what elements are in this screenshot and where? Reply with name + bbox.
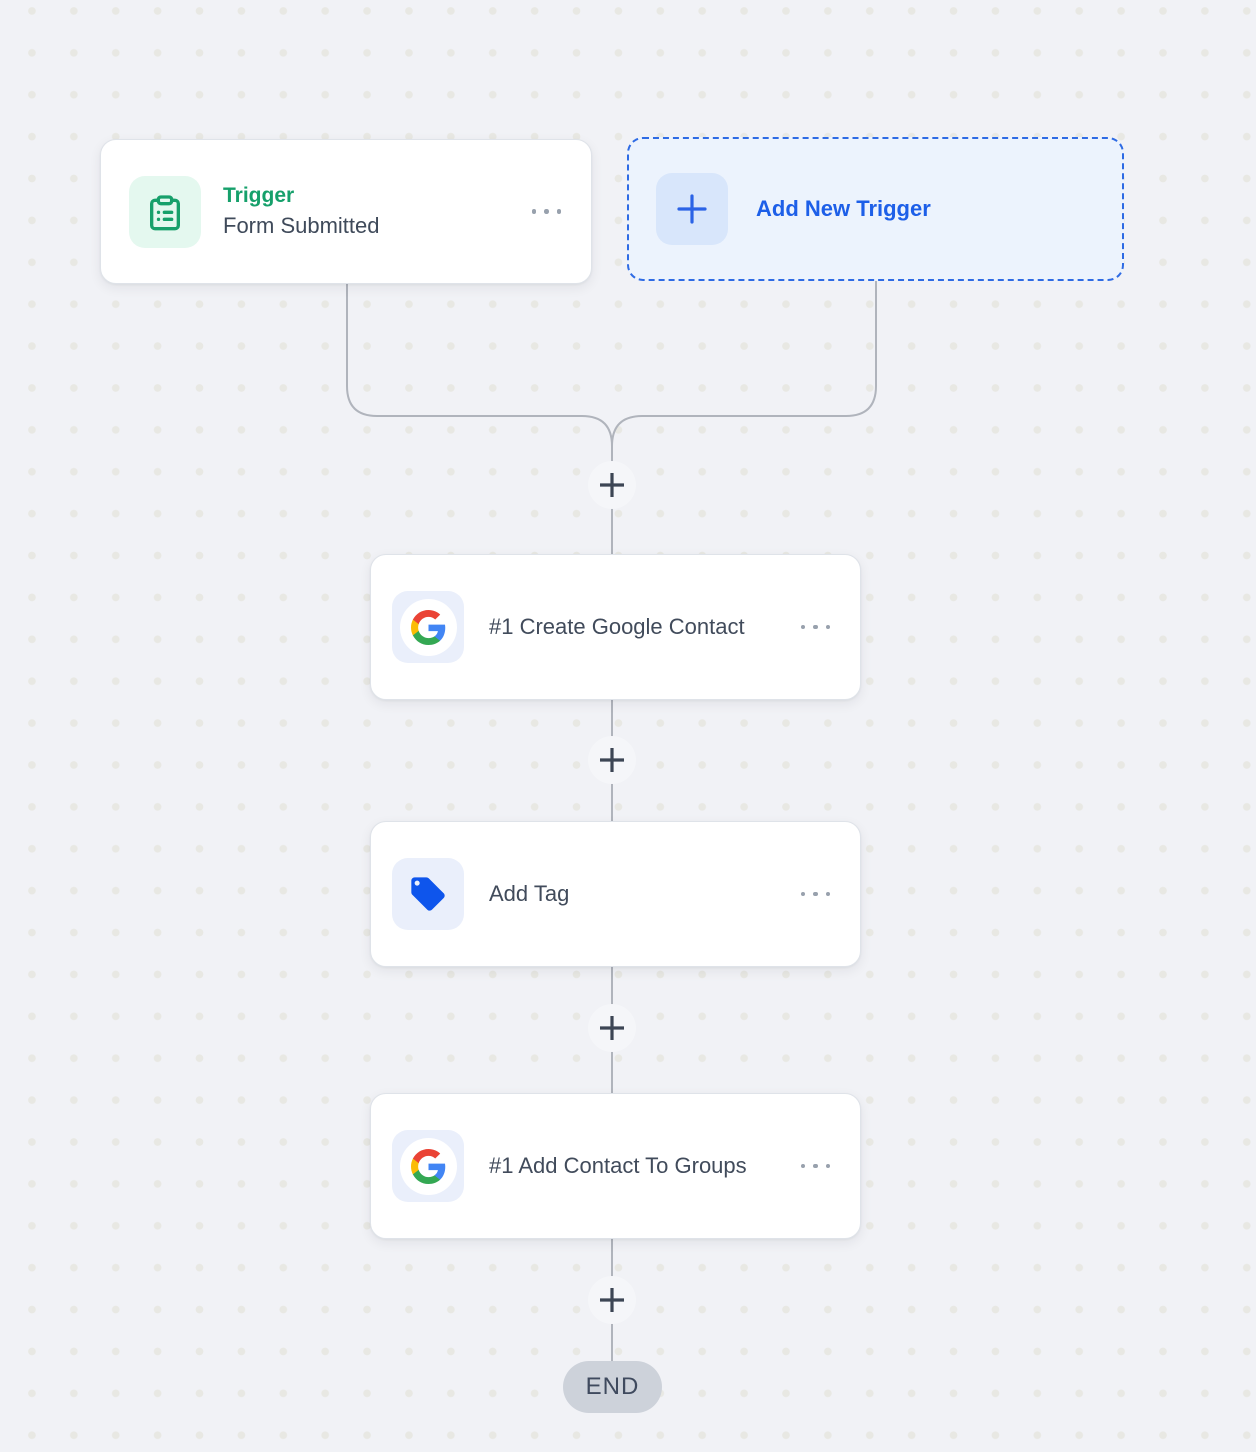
trigger-text-block: Trigger Form Submitted bbox=[223, 183, 380, 241]
add-step-button[interactable] bbox=[588, 1276, 636, 1324]
tag-icon bbox=[392, 858, 464, 930]
plus-icon bbox=[600, 748, 624, 772]
trigger-node[interactable]: Trigger Form Submitted bbox=[100, 139, 592, 284]
plus-icon bbox=[600, 1016, 624, 1040]
kebab-menu-icon[interactable] bbox=[531, 201, 561, 222]
add-step-button[interactable] bbox=[588, 1004, 636, 1052]
step-node-add-tag[interactable]: Add Tag bbox=[370, 821, 861, 967]
plus-icon bbox=[600, 473, 624, 497]
trigger-subtitle: Form Submitted bbox=[223, 212, 380, 238]
add-step-button[interactable] bbox=[588, 461, 636, 509]
add-new-trigger-button[interactable]: Add New Trigger bbox=[627, 137, 1124, 281]
end-node: END bbox=[563, 1361, 662, 1413]
step-label: Add Tag bbox=[489, 881, 570, 906]
kebab-menu-icon[interactable] bbox=[800, 884, 830, 905]
google-logo-icon bbox=[392, 591, 464, 663]
trigger-branch-left bbox=[346, 284, 613, 554]
add-new-trigger-label: Add New Trigger bbox=[756, 196, 931, 221]
step-label: #1 Add Contact To Groups bbox=[489, 1153, 747, 1178]
add-step-button[interactable] bbox=[588, 736, 636, 784]
kebab-menu-icon[interactable] bbox=[800, 1156, 830, 1177]
google-logo-icon bbox=[392, 1130, 464, 1202]
trigger-title: Trigger bbox=[223, 183, 295, 207]
step-node-add-contact-to-groups[interactable]: #1 Add Contact To Groups bbox=[370, 1093, 861, 1239]
plus-icon bbox=[656, 173, 728, 245]
clipboard-list-icon bbox=[129, 175, 201, 248]
step-node-create-google-contact[interactable]: #1 Create Google Contact bbox=[370, 554, 861, 700]
plus-icon bbox=[600, 1288, 624, 1312]
trigger-branch-right bbox=[611, 281, 877, 447]
kebab-menu-icon[interactable] bbox=[800, 617, 830, 638]
step-label: #1 Create Google Contact bbox=[489, 614, 745, 639]
